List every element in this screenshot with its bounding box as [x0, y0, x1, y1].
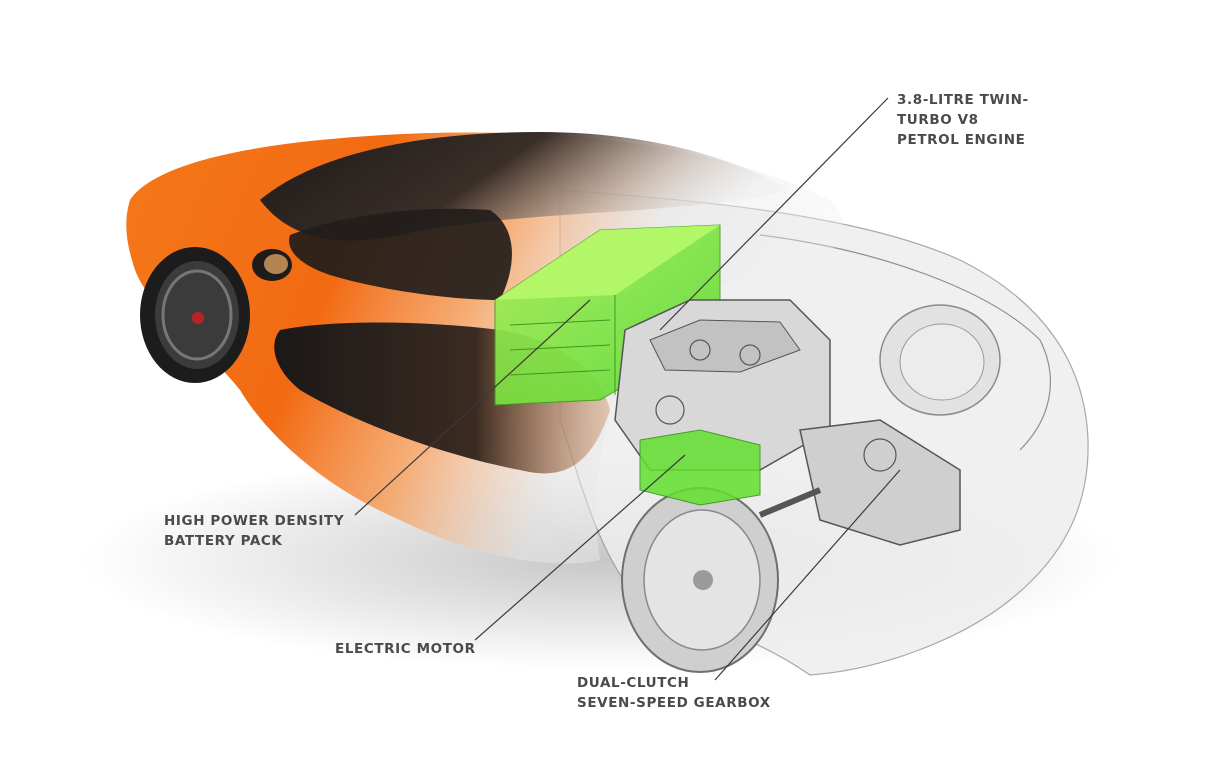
rear-wheel-near — [621, 487, 779, 673]
gearbox-callout-line-1: DUAL-CLUTCH — [577, 675, 690, 691]
leader-line-engine — [659, 97, 889, 331]
motor-callout-line-1: ELECTRIC MOTOR — [335, 641, 476, 657]
leader-line-battery — [354, 299, 591, 516]
battery-callout-line-1: HIGH POWER DENSITY — [164, 513, 345, 529]
leader-line-motor — [474, 454, 686, 641]
gearbox-callout: DUAL-CLUTCH SEVEN-SPEED GEARBOX — [577, 673, 771, 713]
engine-callout-line-2: TURBO V8 — [897, 112, 979, 128]
side-window — [289, 208, 512, 300]
front-wheel — [140, 247, 250, 383]
gearbox — [758, 419, 961, 546]
battery-callout-line-2: BATTERY PACK — [164, 533, 283, 549]
electric-motor — [639, 429, 761, 506]
gearbox-callout-line-2: SEVEN-SPEED GEARBOX — [577, 695, 771, 711]
leader-line-gearbox — [714, 469, 901, 681]
battery-callout: HIGH POWER DENSITY BATTERY PACK — [164, 511, 344, 551]
motor-callout: ELECTRIC MOTOR — [335, 639, 476, 659]
ghost-rear-deck — [759, 234, 1051, 451]
rear-wheel-far — [879, 304, 1001, 416]
engine-callout: 3.8-LITRE TWIN- TURBO V8 PETROL ENGINE — [897, 90, 1029, 150]
engine-block — [614, 299, 831, 471]
engine-callout-line-1: 3.8-LITRE TWIN- — [897, 92, 1029, 108]
engine-callout-line-3: PETROL ENGINE — [897, 132, 1026, 148]
